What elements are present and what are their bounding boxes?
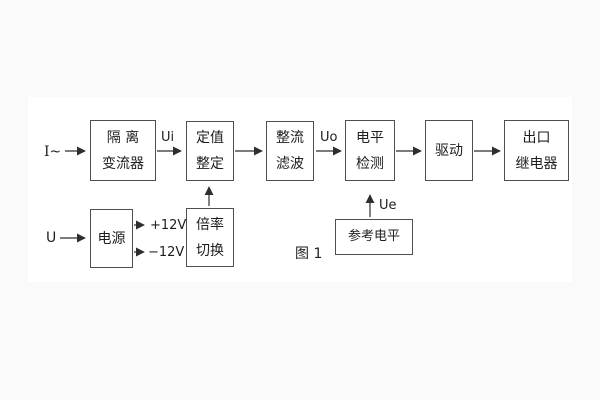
block-label: 检测 <box>356 155 384 172</box>
block-label: 驱动 <box>435 142 463 159</box>
block-reference-level: 参考电平 <box>335 219 413 255</box>
block-isolation-transformer: 隔 离 变流器 <box>90 120 156 181</box>
figure-caption: 图 1 <box>295 246 323 262</box>
signal-input-voltage-label: U <box>46 230 57 246</box>
signal-minus12v-label: −12V <box>148 245 185 260</box>
block-label: 变流器 <box>102 155 144 172</box>
block-label: 滤波 <box>276 156 304 172</box>
block-label: 参考电平 <box>347 229 400 244</box>
block-label: 整流 <box>276 130 304 146</box>
block-setting-adjustment: 定值 整定 <box>186 121 234 181</box>
signal-ui-label: Ui <box>161 130 175 145</box>
block-label: 整定 <box>196 156 224 172</box>
signal-ue-label: Ue <box>379 198 397 213</box>
block-drive: 驱动 <box>425 120 473 181</box>
signal-input-current-label: I~ <box>44 144 62 160</box>
block-ratio-switch: 倍率 切换 <box>186 208 234 267</box>
block-label: 定值 <box>196 130 224 146</box>
block-label: 继电器 <box>515 155 558 172</box>
block-power-supply: 电源 <box>90 209 133 268</box>
block-label: 电源 <box>97 230 126 247</box>
block-output-relay: 出口 继电器 <box>504 120 569 181</box>
block-label: 出口 <box>522 129 551 146</box>
block-label: 电平 <box>356 129 384 146</box>
block-label: 切换 <box>196 242 224 259</box>
block-label: 倍率 <box>196 216 224 233</box>
block-label: 隔 离 <box>106 129 140 146</box>
signal-uo-label: Uo <box>320 130 338 145</box>
block-level-detection: 电平 检测 <box>345 120 395 181</box>
signal-plus12v-label: +12V <box>150 218 187 233</box>
block-rectifier-filter: 整流 滤波 <box>266 121 314 181</box>
